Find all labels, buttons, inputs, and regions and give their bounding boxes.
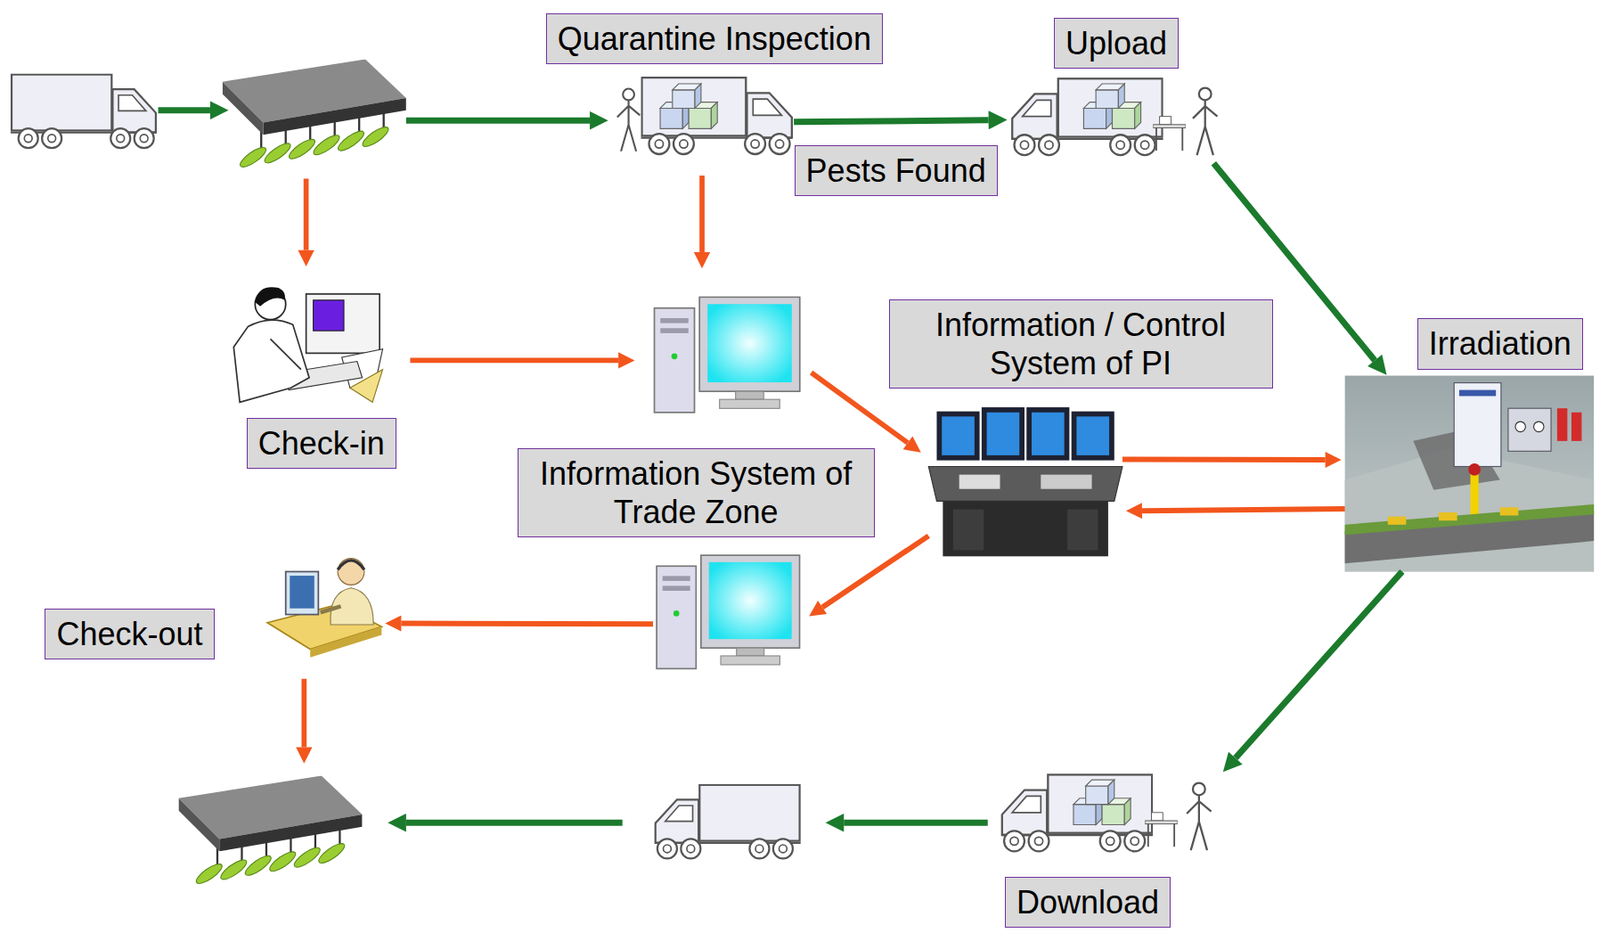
worker xyxy=(617,89,641,152)
node-label: Information / Control System of PI xyxy=(889,299,1274,389)
control-system: Information / Control System of PI xyxy=(928,402,1123,559)
node-label: Pests Found xyxy=(794,145,998,196)
control-console xyxy=(928,407,1123,556)
download-station: Download xyxy=(1000,772,1224,859)
inspection-station: Quarantine Inspection xyxy=(612,76,794,156)
irradiation-facility xyxy=(1345,375,1594,572)
check-out-desk: Check-out xyxy=(267,551,382,658)
check-in-desk: Check-in xyxy=(229,275,393,407)
dock xyxy=(222,58,407,171)
arrow xyxy=(406,117,590,124)
truck xyxy=(655,784,801,859)
computer xyxy=(656,555,800,669)
node-label: Irradiation xyxy=(1417,318,1584,369)
truck xyxy=(10,74,156,149)
flow-arrow xyxy=(822,535,929,607)
arrow xyxy=(843,819,988,826)
arrow xyxy=(303,178,310,250)
flow-arrow xyxy=(1122,457,1326,464)
desk xyxy=(1144,812,1178,847)
node-label: Upload xyxy=(1053,17,1179,69)
truck xyxy=(1002,774,1154,851)
node-label: Check-in xyxy=(246,417,397,469)
crates xyxy=(1083,83,1141,129)
crates xyxy=(660,83,718,129)
flow-arrow xyxy=(400,620,654,628)
upload-station: Upload xyxy=(1008,76,1225,164)
node-label: Check-out xyxy=(44,608,214,660)
operator xyxy=(267,558,382,658)
node-label: Quarantine Inspection xyxy=(546,13,883,65)
truck xyxy=(640,77,792,155)
operator xyxy=(233,286,383,402)
arrow xyxy=(406,819,623,826)
dock xyxy=(178,775,362,888)
green-arrows xyxy=(158,110,988,823)
flow-arrow xyxy=(793,120,989,123)
worker xyxy=(1192,88,1217,156)
desk xyxy=(1152,116,1186,151)
crates xyxy=(1073,779,1131,825)
truck xyxy=(1012,78,1164,156)
truck xyxy=(1002,774,1154,851)
arrow xyxy=(301,678,307,748)
node-label: Information System of Trade Zone xyxy=(517,448,875,538)
trade-zone-system: Information System of Trade Zone xyxy=(653,554,807,671)
node-label: Download xyxy=(1004,876,1171,928)
truck xyxy=(655,784,801,859)
truck xyxy=(1012,78,1164,156)
worker xyxy=(1186,783,1211,851)
flow-arrow xyxy=(1142,508,1346,511)
flow-arrow xyxy=(1235,571,1403,758)
condition-box: Pests Found xyxy=(776,142,1015,198)
computer xyxy=(653,296,800,412)
irradiation-facility: Irradiation xyxy=(1345,375,1594,572)
arrow xyxy=(409,358,619,364)
arrow xyxy=(158,106,211,114)
arrow xyxy=(699,175,705,253)
